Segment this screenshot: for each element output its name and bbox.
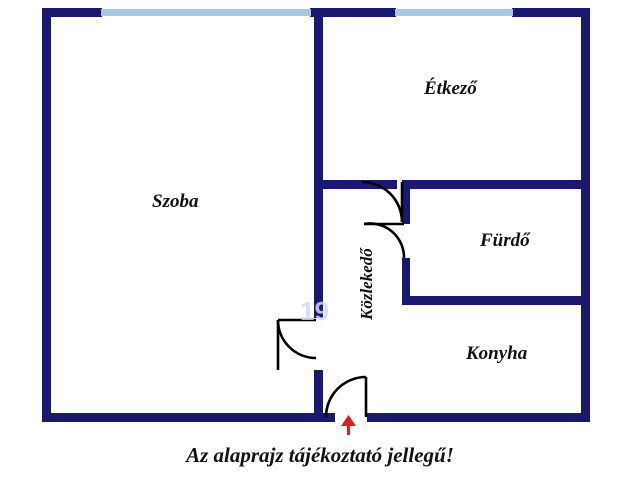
wall-furdo-west-upper <box>402 214 410 224</box>
window-etkezo-top <box>395 9 513 16</box>
room-label-konyha: Konyha <box>466 343 528 364</box>
entrance-arrow-icon <box>341 415 356 435</box>
wall-top-left-stub <box>42 8 102 17</box>
wall-szoba-east-lower <box>314 188 323 318</box>
disclaimer-text: Az alaprajz tájékoztató jellegű! <box>186 443 454 467</box>
wall-top-middle <box>310 8 396 17</box>
wall-furdo-north <box>402 180 586 189</box>
outer-walls <box>42 8 590 422</box>
wall-top-right-stub <box>512 8 590 17</box>
room-label-etkezo: Étkező <box>424 78 477 99</box>
wall-right <box>581 8 590 422</box>
wall-bottom-left <box>42 413 335 422</box>
wall-bottom-right <box>367 413 590 422</box>
room-label-kozlekedo: Közlekedő <box>357 248 376 320</box>
room-label-szoba: Szoba <box>152 191 199 212</box>
wall-etkezo-south-left <box>314 180 397 189</box>
window-szoba-top <box>101 9 311 16</box>
door-etkezo-hallway <box>361 180 404 223</box>
door-furdo <box>363 222 406 259</box>
wall-furdo-west-lower <box>402 258 410 304</box>
room-label-furdo: Fürdő <box>480 230 530 251</box>
wall-szoba-east-bottom <box>314 370 323 422</box>
wall-szoba-east-upper <box>314 8 323 188</box>
door-entrance <box>324 375 368 418</box>
wall-furdo-south <box>402 296 586 305</box>
doors <box>276 180 406 418</box>
wall-left <box>42 8 51 422</box>
wall-hall-door-jamb <box>402 180 410 222</box>
interior-walls <box>314 8 586 422</box>
door-szoba <box>276 318 317 370</box>
windows <box>101 9 513 16</box>
